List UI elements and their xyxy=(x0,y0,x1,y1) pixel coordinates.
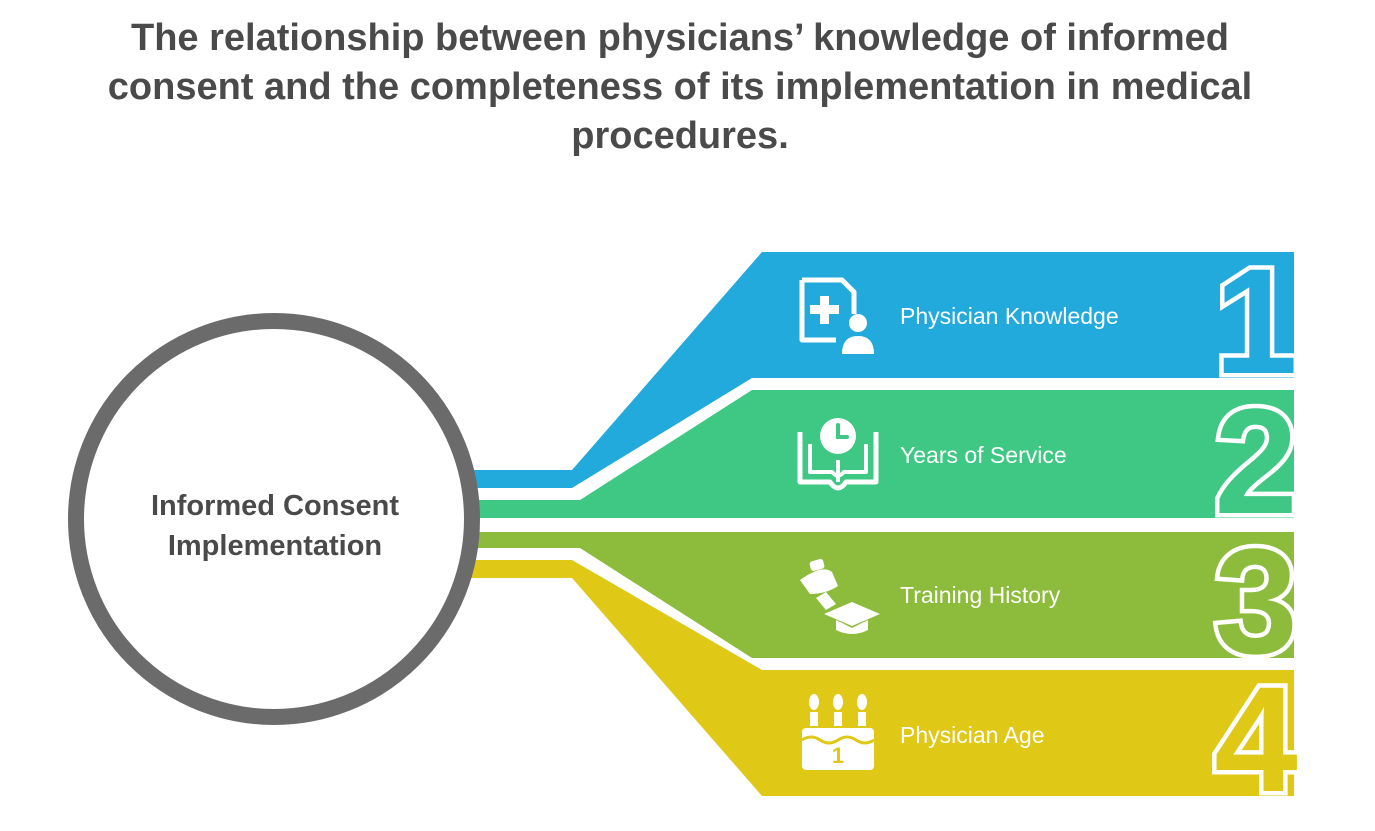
svg-text:1: 1 xyxy=(832,743,844,768)
birthday-cake-icon: 1 xyxy=(801,694,875,770)
clock-book-icon xyxy=(797,418,879,491)
item-label-4: Physician Age xyxy=(900,722,1045,748)
diagram-title: The relationship between physicians’ kno… xyxy=(107,17,1253,157)
hub-label-line1: Informed Consent xyxy=(150,490,400,522)
number-2: 2 xyxy=(1214,377,1297,545)
band-2 xyxy=(470,390,1294,518)
hub-label: Informed Consent Implementation xyxy=(120,486,430,566)
medical-report-user-icon xyxy=(799,277,874,354)
number-3: 3 xyxy=(1214,517,1297,685)
item-label-2: Years of Service xyxy=(900,442,1067,468)
band-4 xyxy=(470,560,1294,796)
number-4: 4 xyxy=(1214,655,1297,823)
graduation-cap-diploma-icon xyxy=(800,559,880,634)
number-1: 1 xyxy=(1214,237,1297,405)
item-label-1: Physician Knowledge xyxy=(900,303,1119,329)
band-1 xyxy=(470,252,1294,488)
item-label-3: Training History xyxy=(900,582,1061,608)
hub-label-line2: Implementation xyxy=(167,530,383,562)
band-3 xyxy=(470,532,1294,658)
